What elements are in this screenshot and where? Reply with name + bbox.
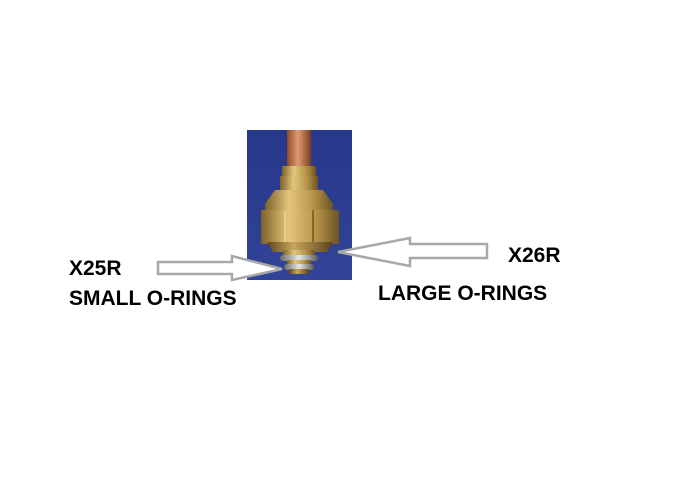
arrow-right-icon <box>156 254 283 282</box>
left-part-description: SMALL O-RINGS <box>69 287 237 310</box>
copper-pipe <box>287 130 311 170</box>
hex-body <box>261 210 339 244</box>
right-part-code: X26R <box>508 244 561 267</box>
fitting-photo <box>247 130 352 280</box>
large-o-ring <box>280 255 318 261</box>
right-part-description: LARGE O-RINGS <box>378 282 548 305</box>
arrow-left-icon <box>337 236 489 268</box>
upper-nut <box>280 176 318 192</box>
hex-body-top <box>265 190 333 212</box>
small-o-ring <box>284 264 314 270</box>
left-part-code: X25R <box>69 257 122 280</box>
